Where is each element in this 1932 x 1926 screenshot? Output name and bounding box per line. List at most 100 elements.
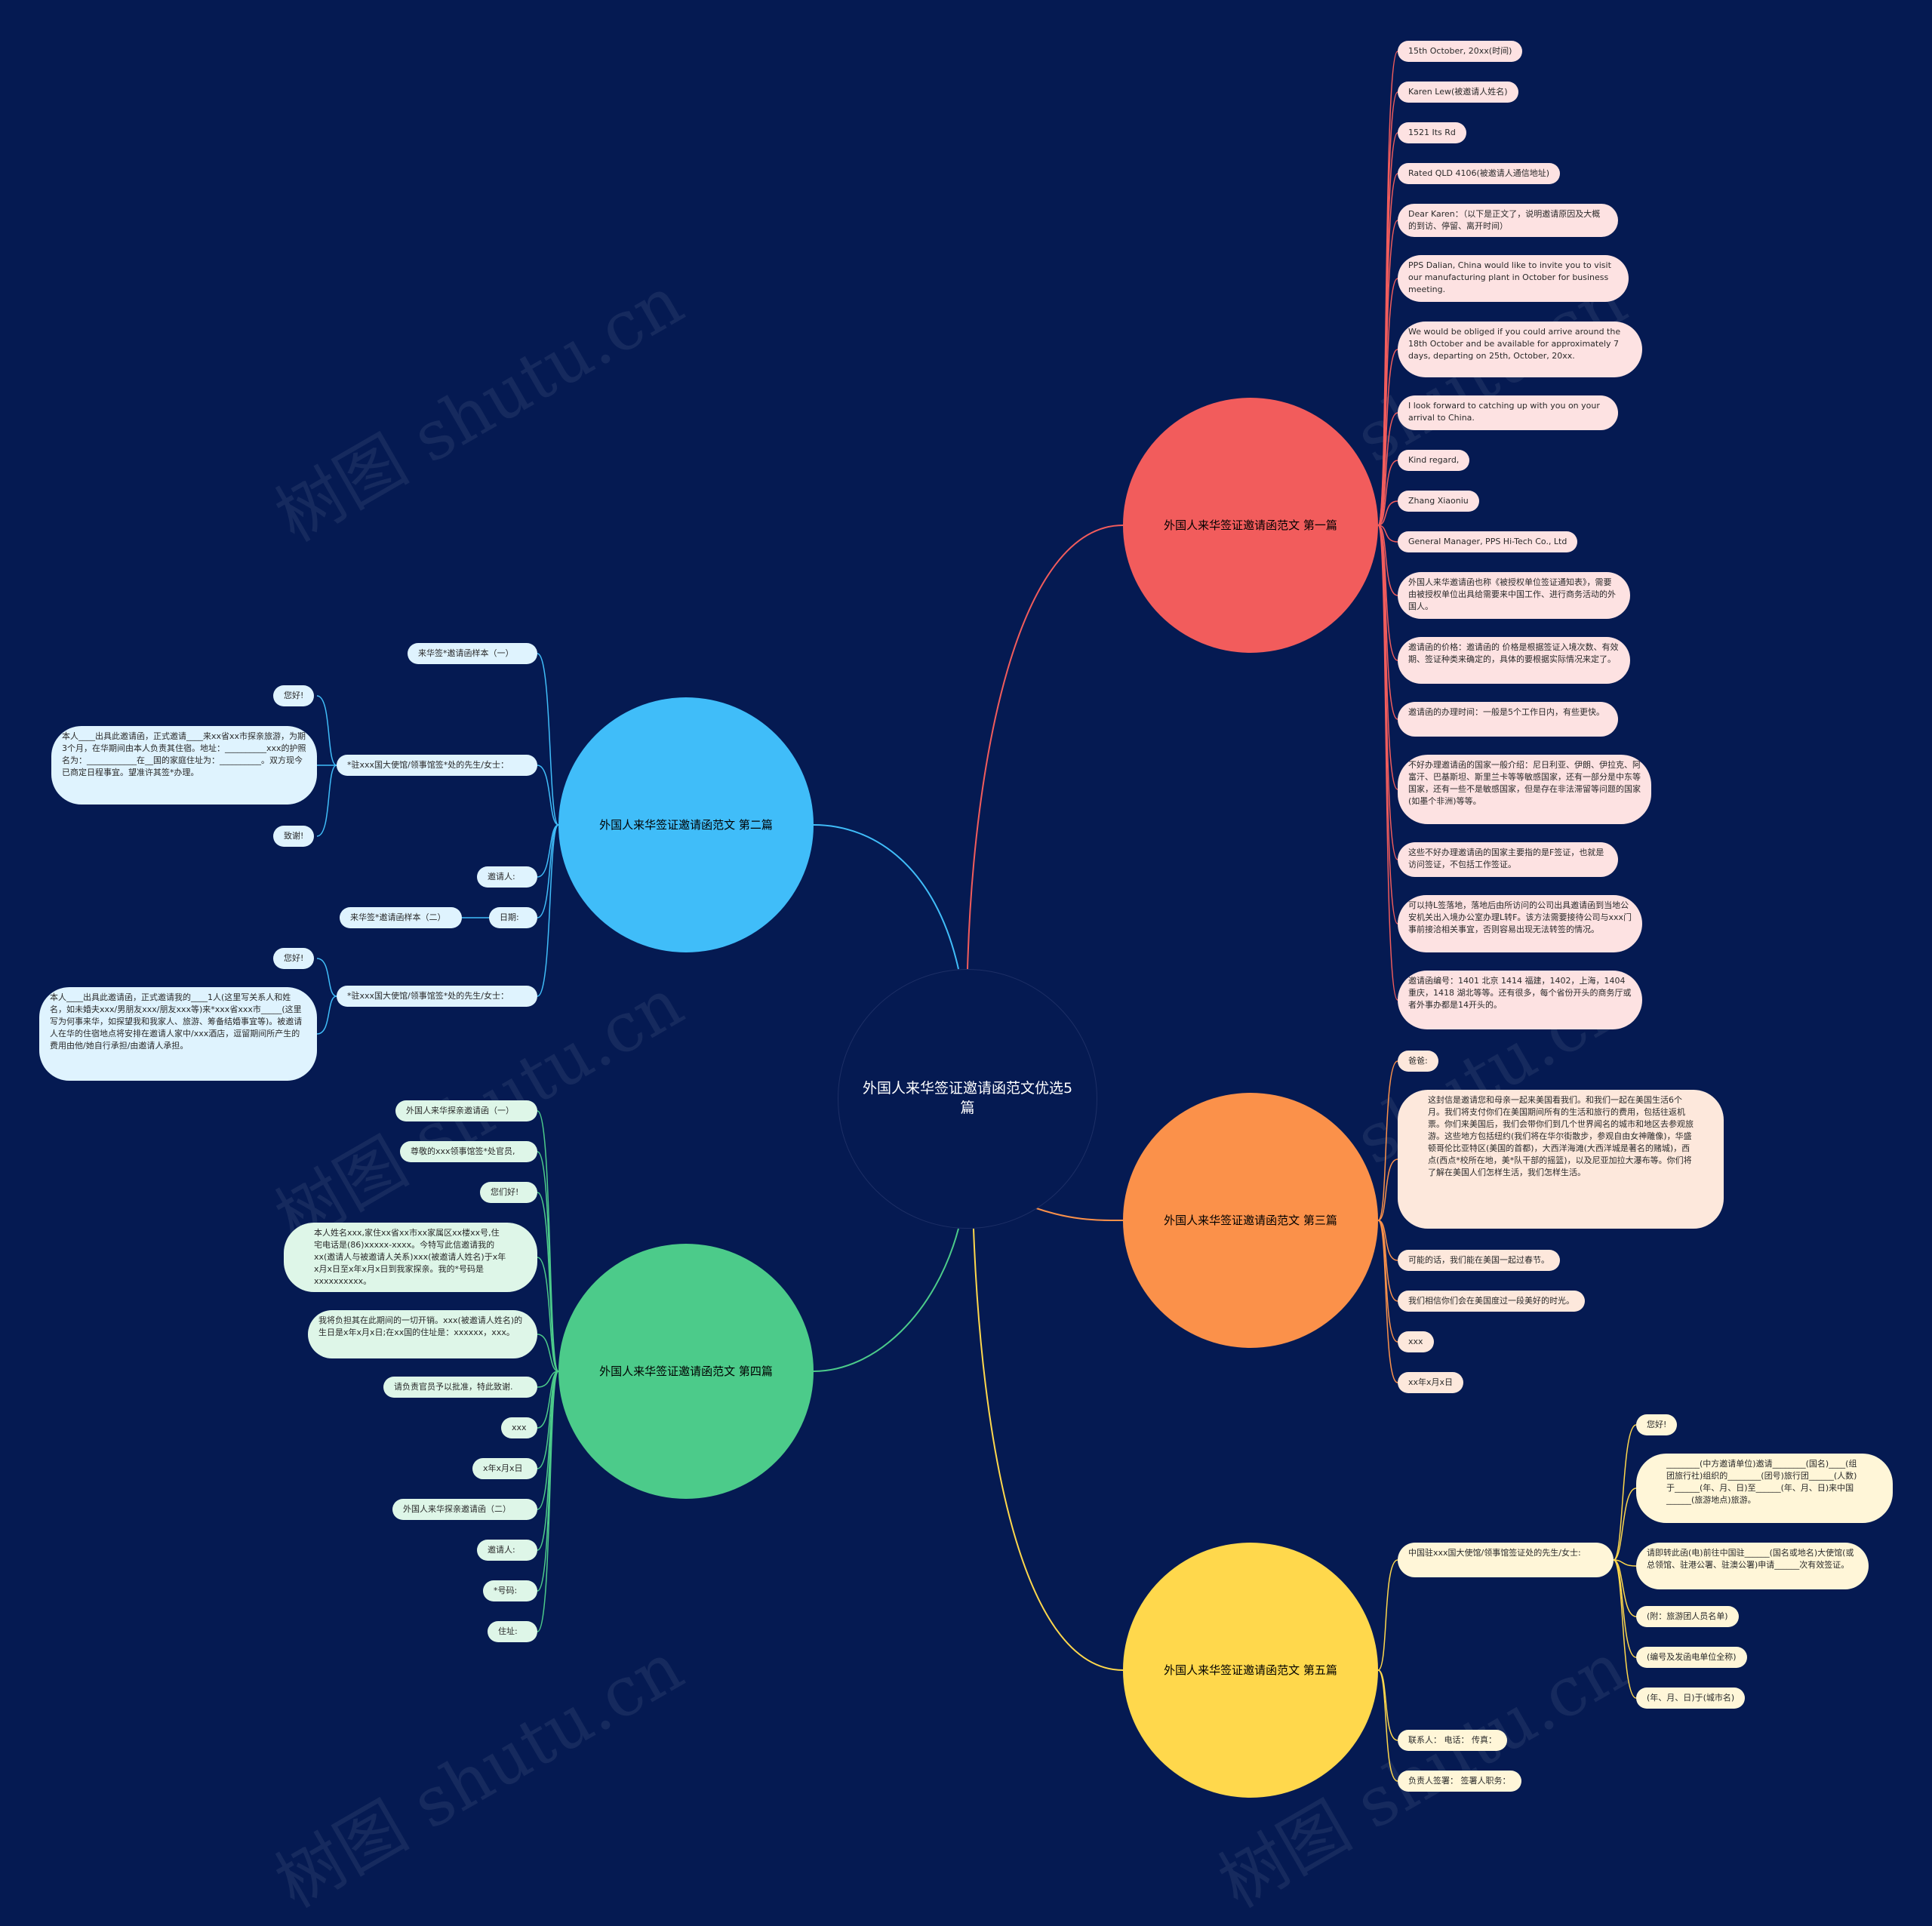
connector-line [537, 824, 559, 918]
b2-leaf[interactable]: 您好! [273, 685, 314, 706]
b1-leaf[interactable]: General Manager, PPS Hi-Tech Co., Ltd [1398, 531, 1578, 552]
b4-leaf[interactable]: 外国人来华探亲邀请函（二） [392, 1499, 537, 1520]
b4-leaf[interactable]: 本人姓名xxx,家住xx省xx市xx家属区xx楼xx号,住宅电话是(86)xxx… [284, 1223, 537, 1292]
b1-leaf[interactable]: 可以持L签落地，落地后由所访问的公司出具邀请函到当地公安机关出入境办公室办理L转… [1398, 895, 1642, 952]
b5-leaf[interactable]: (编号及发函电单位全称) [1636, 1647, 1747, 1668]
b4-leaf[interactable]: 外国人来华探亲邀请函（一） [395, 1100, 537, 1121]
connector-line [1377, 1669, 1398, 1741]
b5-leaf[interactable]: 负责人签署： 签署人职务： [1398, 1771, 1521, 1792]
b4-leaf[interactable]: 请负责官员予以批准，特此致谢. [383, 1377, 537, 1398]
connector-line [537, 1192, 559, 1372]
b3-leaf[interactable]: xx年x月x日 [1398, 1372, 1464, 1393]
b3-leaf[interactable]: 爸爸: [1398, 1051, 1438, 1072]
connector-lines [316, 51, 1637, 1782]
b2-leaf[interactable]: 您好! [273, 948, 314, 969]
center-topic[interactable]: 外国人来华签证邀请函范文优选5篇 [838, 969, 1097, 1229]
b2-leaf[interactable]: 致谢! [273, 826, 314, 847]
branch-2-topic[interactable]: 外国人来华签证邀请函范文 第二篇 [558, 697, 814, 952]
b1-leaf[interactable]: Zhang Xiaoniu [1398, 491, 1479, 512]
connector-line [1377, 1220, 1398, 1261]
b2-subtopic[interactable]: *驻xxx国大使馆/领事馆签*处的先生/女士： [337, 755, 537, 776]
b5-leaf[interactable]: ________(中方邀请单位)邀请________(国名)____(组团旅行社… [1636, 1454, 1893, 1523]
b2-leaf[interactable]: 来华签*邀请函样本（二） [340, 907, 462, 928]
branch-2-label: 外国人来华签证邀请函范文 第二篇 [599, 817, 773, 832]
b1-leaf[interactable]: 邀请函的价格：邀请函的 价格是根据签证入境次数、有效期、签证种类来确定的，具体的… [1398, 637, 1630, 684]
b1-leaf[interactable]: 邀请函编号：1401 北京 1414 福建，1402，上海，1404 重庆，14… [1398, 971, 1642, 1029]
connector-line [316, 765, 337, 837]
b4-leaf[interactable]: 住址: [488, 1621, 537, 1642]
b4-leaf[interactable]: 邀请人: [477, 1540, 537, 1561]
connector-line [537, 824, 559, 997]
connector-line [1377, 1060, 1398, 1221]
b2-leaf[interactable]: 来华签*邀请函样本（一） [408, 643, 537, 664]
connector-line [1613, 1559, 1637, 1658]
b1-leaf[interactable]: Kind regard, [1398, 450, 1470, 471]
b5-leaf[interactable]: (年、月、日)于(城市名) [1636, 1688, 1746, 1709]
b2-leaf[interactable]: 邀请人: [477, 866, 537, 888]
b3-leaf[interactable]: 我们相信你们会在美国度过一段美好的时光。 [1398, 1291, 1585, 1312]
b2-leaf[interactable]: 本人____出具此邀请函，正式邀请____来xx省xx市探亲旅游，为期3个月，在… [51, 726, 317, 805]
b1-leaf[interactable]: I look forward to catching up with you o… [1398, 395, 1618, 430]
b5-subtopic[interactable]: 中国驻xxx国大使馆/领事馆签证处的先生/女士: [1398, 1543, 1614, 1577]
connector-line [537, 1371, 559, 1469]
b3-leaf[interactable]: xxx [1398, 1331, 1434, 1352]
b1-leaf[interactable]: 15th October, 20xx(时间) [1398, 41, 1523, 62]
branch-3-topic[interactable]: 外国人来华签证邀请函范文 第三篇 [1123, 1093, 1378, 1348]
connector-line [316, 695, 337, 766]
b1-leaf[interactable]: Karen Lew(被邀请人姓名) [1398, 82, 1518, 103]
connector-line [537, 1110, 559, 1372]
b1-leaf[interactable]: We would be obliged if you could arrive … [1398, 322, 1642, 377]
branch-5-topic[interactable]: 外国人来华签证邀请函范文 第五篇 [1123, 1543, 1378, 1798]
branch-5-label: 外国人来华签证邀请函范文 第五篇 [1164, 1663, 1337, 1677]
connector-line [1377, 1220, 1398, 1383]
connector-line [537, 1371, 559, 1632]
branch-1-topic[interactable]: 外国人来华签证邀请函范文 第一篇 [1123, 398, 1378, 653]
connector-line [1613, 1559, 1637, 1699]
b2-leaf[interactable]: 本人____出具此邀请函，正式邀请我的____1人(这里写关系人和姓名，如未婚夫… [39, 987, 317, 1081]
connector-line [1377, 1559, 1398, 1671]
connector-line [1377, 525, 1398, 596]
b5-leaf[interactable]: 请即转此函(电)前往中国驻______(国名或地名)大使馆(或总领馆、驻港公署、… [1636, 1543, 1869, 1589]
b3-leaf[interactable]: 这封信是邀请您和母亲一起来美国看我们。和我们一起在美国生活6个月。我们将支付你们… [1398, 1090, 1724, 1229]
connector-line [1377, 1669, 1398, 1782]
connector-line [1377, 278, 1398, 526]
connector-line [813, 1228, 959, 1372]
connector-line [1377, 1220, 1398, 1302]
branch-4-label: 外国人来华签证邀请函范文 第四篇 [599, 1364, 773, 1378]
b4-leaf[interactable]: 您们好! [480, 1182, 537, 1203]
b1-leaf[interactable]: Dear Karen：（以下是正文了，说明邀请原因及大概的到访、停留、离开时间） [1398, 204, 1618, 237]
connector-line [967, 525, 1124, 970]
branch-3-label: 外国人来华签证邀请函范文 第三篇 [1164, 1213, 1337, 1227]
connector-line [1377, 412, 1398, 526]
branch-1-label: 外国人来华签证邀请函范文 第一篇 [1164, 518, 1337, 532]
b1-leaf[interactable]: 邀请函的办理时间：一般是5个工作日内，有些更快。 [1398, 702, 1618, 737]
b1-leaf[interactable]: PPS Dalian, China would like to invite y… [1398, 255, 1629, 302]
b1-leaf[interactable]: 不好办理邀请函的国家一般介绍：尼日利亚、伊朗、伊拉克、阿富汗、巴基斯坦、斯里兰卡… [1398, 755, 1651, 824]
b4-leaf[interactable]: 我将负担其在此期间的一切开销。xxx(被邀请人姓名)的生日是x年x月x日;在xx… [308, 1310, 537, 1358]
b1-leaf[interactable]: 外国人来华邀请函也称《被授权单位签证通知表》，需要由被授权单位出具给需要来中国工… [1398, 572, 1630, 619]
b5-leaf[interactable]: (附：旅游团人员名单) [1636, 1606, 1739, 1627]
b2-subtopic[interactable]: 日期: [489, 907, 537, 928]
branch-4-topic[interactable]: 外国人来华签证邀请函范文 第四篇 [558, 1244, 814, 1499]
b5-leaf[interactable]: 您好! [1636, 1414, 1678, 1435]
b4-leaf[interactable]: *号码: [483, 1580, 537, 1601]
connector-line [1613, 1424, 1637, 1561]
connector-line [537, 1334, 559, 1372]
connector-line [1377, 500, 1398, 526]
b4-leaf[interactable]: xxx [501, 1417, 537, 1438]
connector-line [1033, 1207, 1124, 1221]
connector-line [813, 824, 959, 970]
b3-leaf[interactable]: 可能的话，我们能在美国一起过春节。 [1398, 1250, 1560, 1271]
b5-leaf[interactable]: 联系人： 电话： 传真： [1398, 1730, 1507, 1751]
b1-leaf[interactable]: Rated QLD 4106(被邀请人通信地址) [1398, 163, 1561, 184]
connector-line [316, 995, 337, 1035]
mindmap-canvas: 树图 shutu.cn 树图 shutu.cn 树图 shutu.cn 树图 s… [39, 41, 1893, 1923]
b1-leaf[interactable]: 这些不好办理邀请函的国家主要指的是F签证，也就是访问签证，不包括工作签证。 [1398, 842, 1618, 877]
b4-leaf[interactable]: x年x月x日 [472, 1458, 537, 1479]
b4-leaf[interactable]: 尊敬的xxx领事馆签*处官员, [400, 1141, 537, 1162]
connector-line [1377, 349, 1398, 526]
b2-subtopic[interactable]: *驻xxx国大使馆/领事馆签*处的先生/女士： [337, 986, 537, 1007]
b1-leaf[interactable]: 1521 Its Rd [1398, 122, 1466, 143]
connector-line [1613, 1559, 1637, 1617]
connector-line [537, 1257, 559, 1372]
